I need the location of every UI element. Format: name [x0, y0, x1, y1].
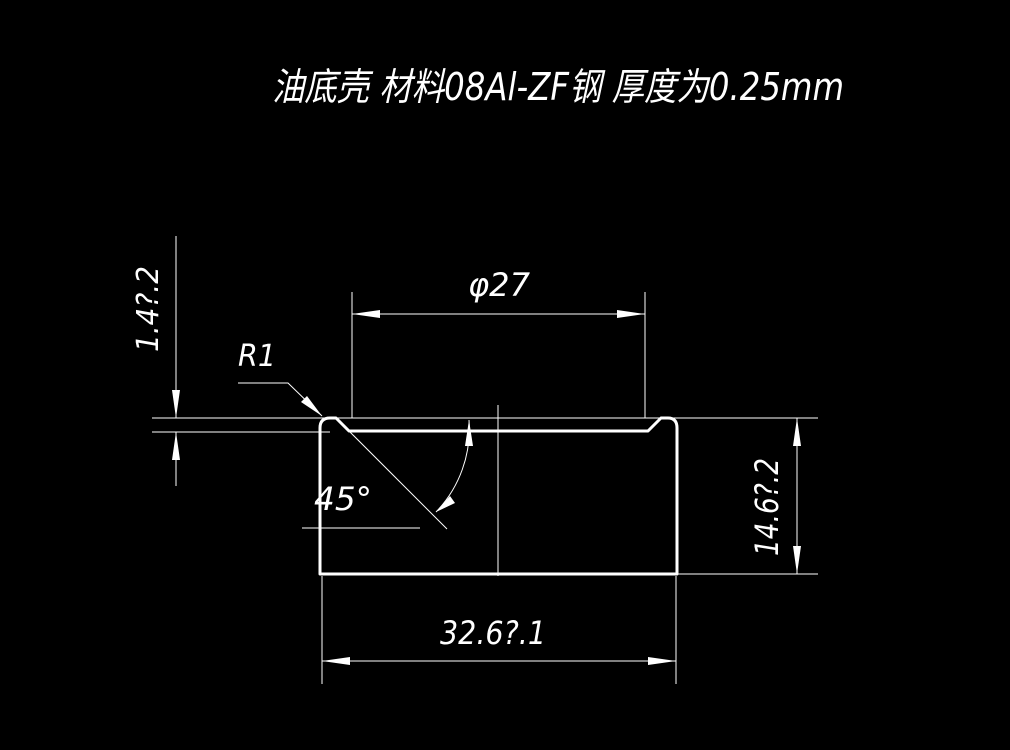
- height-label: 14.6?.2: [748, 458, 786, 556]
- width-label: 32.6?.1: [440, 614, 546, 652]
- rim-height-dimension: 1.4?.2: [131, 236, 180, 486]
- radius-dimension: R1: [238, 339, 323, 417]
- diameter-label: φ27: [468, 266, 531, 304]
- height-dimension: 14.6?.2: [748, 418, 801, 574]
- radius-label: R1: [238, 339, 276, 374]
- rim-reference-lines: [152, 417, 818, 575]
- rim-height-label: 1.4?.2: [131, 266, 166, 352]
- width-dimension: 32.6?.1: [321, 576, 677, 684]
- diameter-dimension: φ27: [351, 266, 646, 418]
- drawing-title: 油底壳 材料08Al-ZF钢 厚度为0.25mm: [272, 65, 844, 109]
- angle-dimension: 45°: [302, 417, 473, 530]
- part-outline: [318, 416, 679, 576]
- angle-label: 45°: [314, 480, 372, 518]
